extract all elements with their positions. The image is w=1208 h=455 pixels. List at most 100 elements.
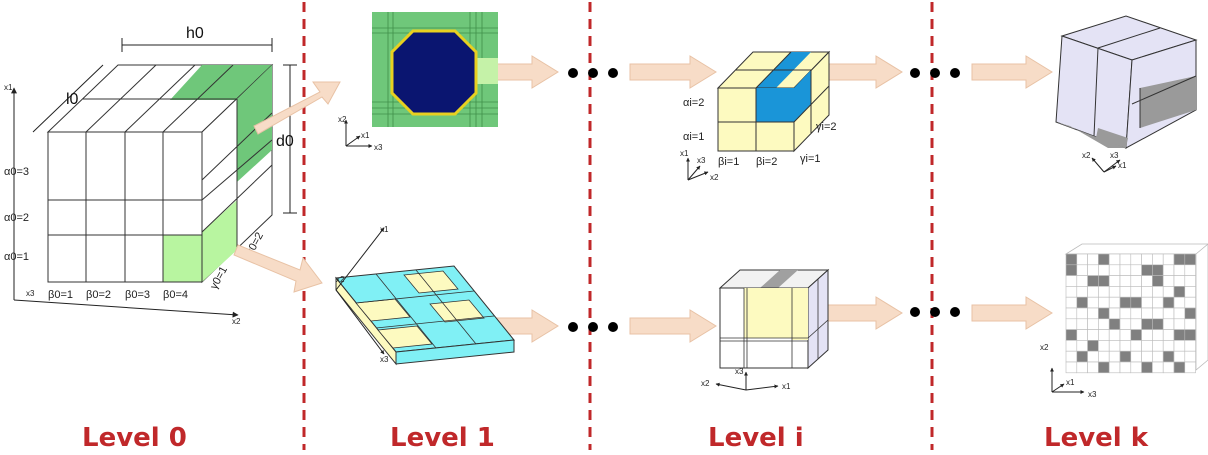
voxel: [1108, 296, 1121, 309]
level1-laminate: x1 x2 x3: [335, 225, 515, 366]
voxel: [1141, 329, 1153, 341]
levelk-voxel-grid: [1064, 243, 1208, 374]
voxel: [1087, 264, 1099, 276]
voxel: [1065, 296, 1078, 309]
voxel: [1184, 340, 1196, 352]
voxel: [1152, 307, 1164, 320]
voxel: [1098, 361, 1110, 374]
voxel: [1087, 329, 1099, 341]
voxel: [1184, 286, 1196, 298]
voxel: [1065, 318, 1078, 330]
voxel: [1108, 253, 1121, 266]
voxel: [1162, 275, 1175, 287]
voxel: [1141, 340, 1153, 352]
voxel: [1087, 253, 1099, 266]
flow-arrows: [233, 55, 1053, 343]
arrow-l0-to-l1-top: [253, 81, 341, 135]
alphai-1-label: αi=1: [683, 131, 704, 143]
l1-axis-x1: x1: [361, 131, 370, 140]
voxel: [1130, 275, 1142, 287]
voxel: [1141, 275, 1153, 287]
beta0-2-label: β0=2: [86, 289, 111, 301]
voxel: [1152, 286, 1164, 298]
voxel: [1098, 253, 1110, 266]
li-axis-x3: x3: [697, 156, 706, 165]
voxel: [1065, 253, 1078, 266]
voxel: [1173, 253, 1186, 266]
l0-label: l0: [66, 91, 79, 108]
voxel: [1130, 286, 1142, 298]
level0-cube: x1 x2 x3: [4, 25, 297, 326]
voxel: [1152, 340, 1164, 352]
voxel: [1162, 350, 1175, 363]
voxel: [1076, 318, 1088, 330]
level0-label: Level 0: [82, 423, 187, 453]
voxel: [1130, 264, 1142, 276]
voxel: [1087, 296, 1099, 309]
voxel: [1152, 275, 1164, 287]
arrow-lk-bottom-in: [971, 296, 1053, 330]
voxel: [1162, 340, 1175, 352]
voxel: [1173, 361, 1186, 374]
voxel: [1076, 275, 1088, 287]
arrow-li-bottom-in: [629, 309, 717, 343]
voxel: [1065, 264, 1078, 276]
gammai-1-label: γi=1: [800, 153, 821, 165]
lkb-axis-x2: x2: [1040, 343, 1049, 352]
lk-axis-x3: x3: [1110, 151, 1119, 160]
d0-label: d0: [276, 133, 294, 150]
arrow-l1-top-a: [489, 55, 559, 89]
voxel: [1162, 264, 1175, 276]
beta0-4-label: β0=4: [163, 289, 188, 301]
voxel: [1119, 264, 1132, 276]
voxel: [1065, 350, 1078, 363]
voxel: [1076, 264, 1088, 276]
voxel: [1087, 307, 1099, 320]
voxel: [1065, 340, 1078, 352]
voxel: [1141, 361, 1153, 374]
voxel: [1152, 361, 1164, 374]
beta0-1-label: β0=1: [48, 289, 73, 301]
voxel: [1087, 340, 1099, 352]
li-axis-x2: x2: [710, 173, 719, 182]
voxel: [1119, 275, 1132, 287]
lib-axis-x3: x3: [735, 367, 744, 376]
voxel: [1130, 340, 1142, 352]
level1-fiber-cell: x2 x1 x3: [338, 12, 498, 152]
voxel: [1098, 318, 1110, 330]
voxel: [1076, 307, 1088, 320]
l0-axis-x1-label: x1: [4, 83, 13, 92]
voxel: [1108, 350, 1121, 363]
voxel: [1076, 296, 1088, 309]
alphai-2-label: αi=2: [683, 97, 704, 109]
voxel: [1130, 329, 1142, 341]
voxel: [1173, 318, 1186, 330]
voxel: [1130, 318, 1142, 330]
l0-axis-x2-label: x2: [232, 317, 241, 326]
leveli-label: Level i: [708, 423, 804, 453]
voxel: [1152, 318, 1164, 330]
li-axis-x1: x1: [680, 149, 689, 158]
voxel: [1141, 264, 1153, 276]
arrow-li-bottom-out: [825, 296, 903, 330]
voxel: [1119, 350, 1132, 363]
lkb-axis-x1: x1: [1066, 378, 1075, 387]
voxel: [1152, 253, 1164, 266]
alpha0-2-label: α0=2: [4, 212, 29, 224]
betai-1-label: βi=1: [718, 156, 739, 168]
voxel: [1162, 318, 1175, 330]
l0-axis-x3-label: x3: [26, 289, 35, 298]
voxel: [1076, 329, 1088, 341]
voxel: [1108, 286, 1121, 298]
voxel: [1184, 329, 1196, 341]
voxel: [1087, 286, 1099, 298]
lib-axis-x2: x2: [701, 379, 710, 388]
voxel: [1184, 307, 1196, 320]
voxel: [1130, 307, 1142, 320]
voxel: [1108, 318, 1121, 330]
voxel: [1184, 318, 1196, 330]
voxel: [1173, 264, 1186, 276]
voxel: [1141, 296, 1153, 309]
voxel: [1076, 361, 1088, 374]
